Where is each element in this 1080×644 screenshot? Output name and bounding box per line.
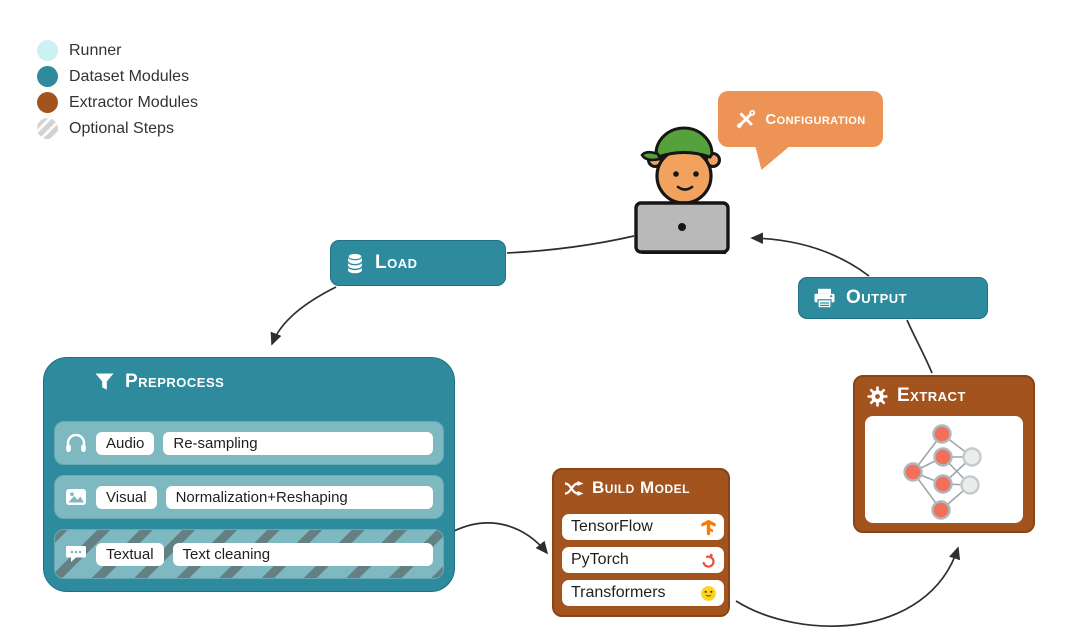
legend-item-dataset-modules: Dataset Modules <box>37 66 198 87</box>
legend-label: Extractor Modules <box>69 93 198 111</box>
legend-item-optional-steps: Optional Steps <box>37 118 198 139</box>
optional-steps-swatch <box>37 118 58 139</box>
shuffle-icon <box>564 480 584 496</box>
huggingface-icon <box>701 585 716 601</box>
preprocess-module: Preprocess Audio Re-sampling <box>43 357 455 592</box>
preprocess-header: Preprocess <box>94 371 224 393</box>
configuration-label: Configuration <box>765 110 866 128</box>
framework-name: TensorFlow <box>571 518 653 535</box>
cap-brim <box>640 150 662 162</box>
arrow-build-model-to-extract <box>735 546 961 627</box>
preprocess-row-audio: Audio Re-sampling <box>54 421 444 465</box>
eye-left <box>673 171 679 177</box>
face <box>655 147 713 205</box>
step-pill: Text cleaning <box>172 542 433 566</box>
speech-bubble-icon <box>64 543 88 565</box>
image-icon <box>64 486 88 508</box>
arrow-output-to-runner <box>750 232 870 277</box>
extract-module: Extract <box>853 375 1035 533</box>
preprocess-label: Preprocess <box>125 371 225 392</box>
framework-name: Transformers <box>571 584 666 601</box>
line-extract-to-output <box>906 319 933 374</box>
headphones-icon <box>64 432 88 454</box>
build-model-header: Build Model <box>564 478 690 498</box>
eye-right <box>693 171 699 177</box>
preprocess-row-visual: Visual Normalization+Reshaping <box>54 475 444 519</box>
extractor-modules-swatch <box>37 92 58 113</box>
step-pill: Normalization+Reshaping <box>165 485 433 509</box>
arrow-preprocess-to-build-model <box>453 522 549 555</box>
legend: Runner Dataset Modules Extractor Modules… <box>37 40 198 139</box>
gear-icon <box>867 385 888 407</box>
arrow-load-to-preprocess <box>270 286 337 346</box>
modality-pill: Textual <box>96 542 164 566</box>
load-module: Load <box>330 240 506 286</box>
cap-icon <box>654 126 714 159</box>
modality-pill: Audio <box>96 431 155 455</box>
legend-label: Dataset Modules <box>69 67 190 85</box>
output-module: Output <box>798 277 988 319</box>
runner-swatch <box>37 40 58 61</box>
neural-network-icon <box>903 424 982 520</box>
laptop-logo <box>678 223 686 231</box>
framework-pill-pytorch: PyTorch <box>562 547 724 573</box>
smile <box>676 185 694 191</box>
extract-header: Extract <box>867 385 966 407</box>
pytorch-icon <box>702 553 715 568</box>
legend-item-extractor-modules: Extractor Modules <box>37 92 198 113</box>
configuration-bubble: Configuration <box>718 91 883 147</box>
preprocess-row-textual: Textual Text cleaning <box>54 529 444 579</box>
framework-pill-transformers: Transformers <box>562 580 724 606</box>
legend-label: Runner <box>69 41 122 59</box>
legend-label: Optional Steps <box>69 119 174 137</box>
extract-label: Extract <box>897 385 966 406</box>
legend-item-runner: Runner <box>37 40 198 61</box>
modality-pill: Visual <box>96 485 157 509</box>
printer-icon <box>814 288 835 308</box>
funnel-icon <box>95 373 114 390</box>
step-pill: Re-sampling <box>163 431 433 455</box>
tools-icon <box>737 109 756 129</box>
build-model-module: Build Model TensorFlow PyTorch Transform… <box>552 468 730 617</box>
database-icon <box>347 252 363 273</box>
tensorflow-icon <box>701 519 716 535</box>
output-label: Output <box>846 287 908 308</box>
load-label: Load <box>375 252 418 273</box>
runner-avatar <box>634 126 730 254</box>
build-model-label: Build Model <box>592 478 690 497</box>
dataset-modules-swatch <box>37 66 58 87</box>
extract-panel <box>865 416 1023 523</box>
framework-pill-tensorflow: TensorFlow <box>562 514 724 540</box>
configuration-bubble-tail <box>755 145 791 170</box>
framework-name: PyTorch <box>571 551 629 568</box>
